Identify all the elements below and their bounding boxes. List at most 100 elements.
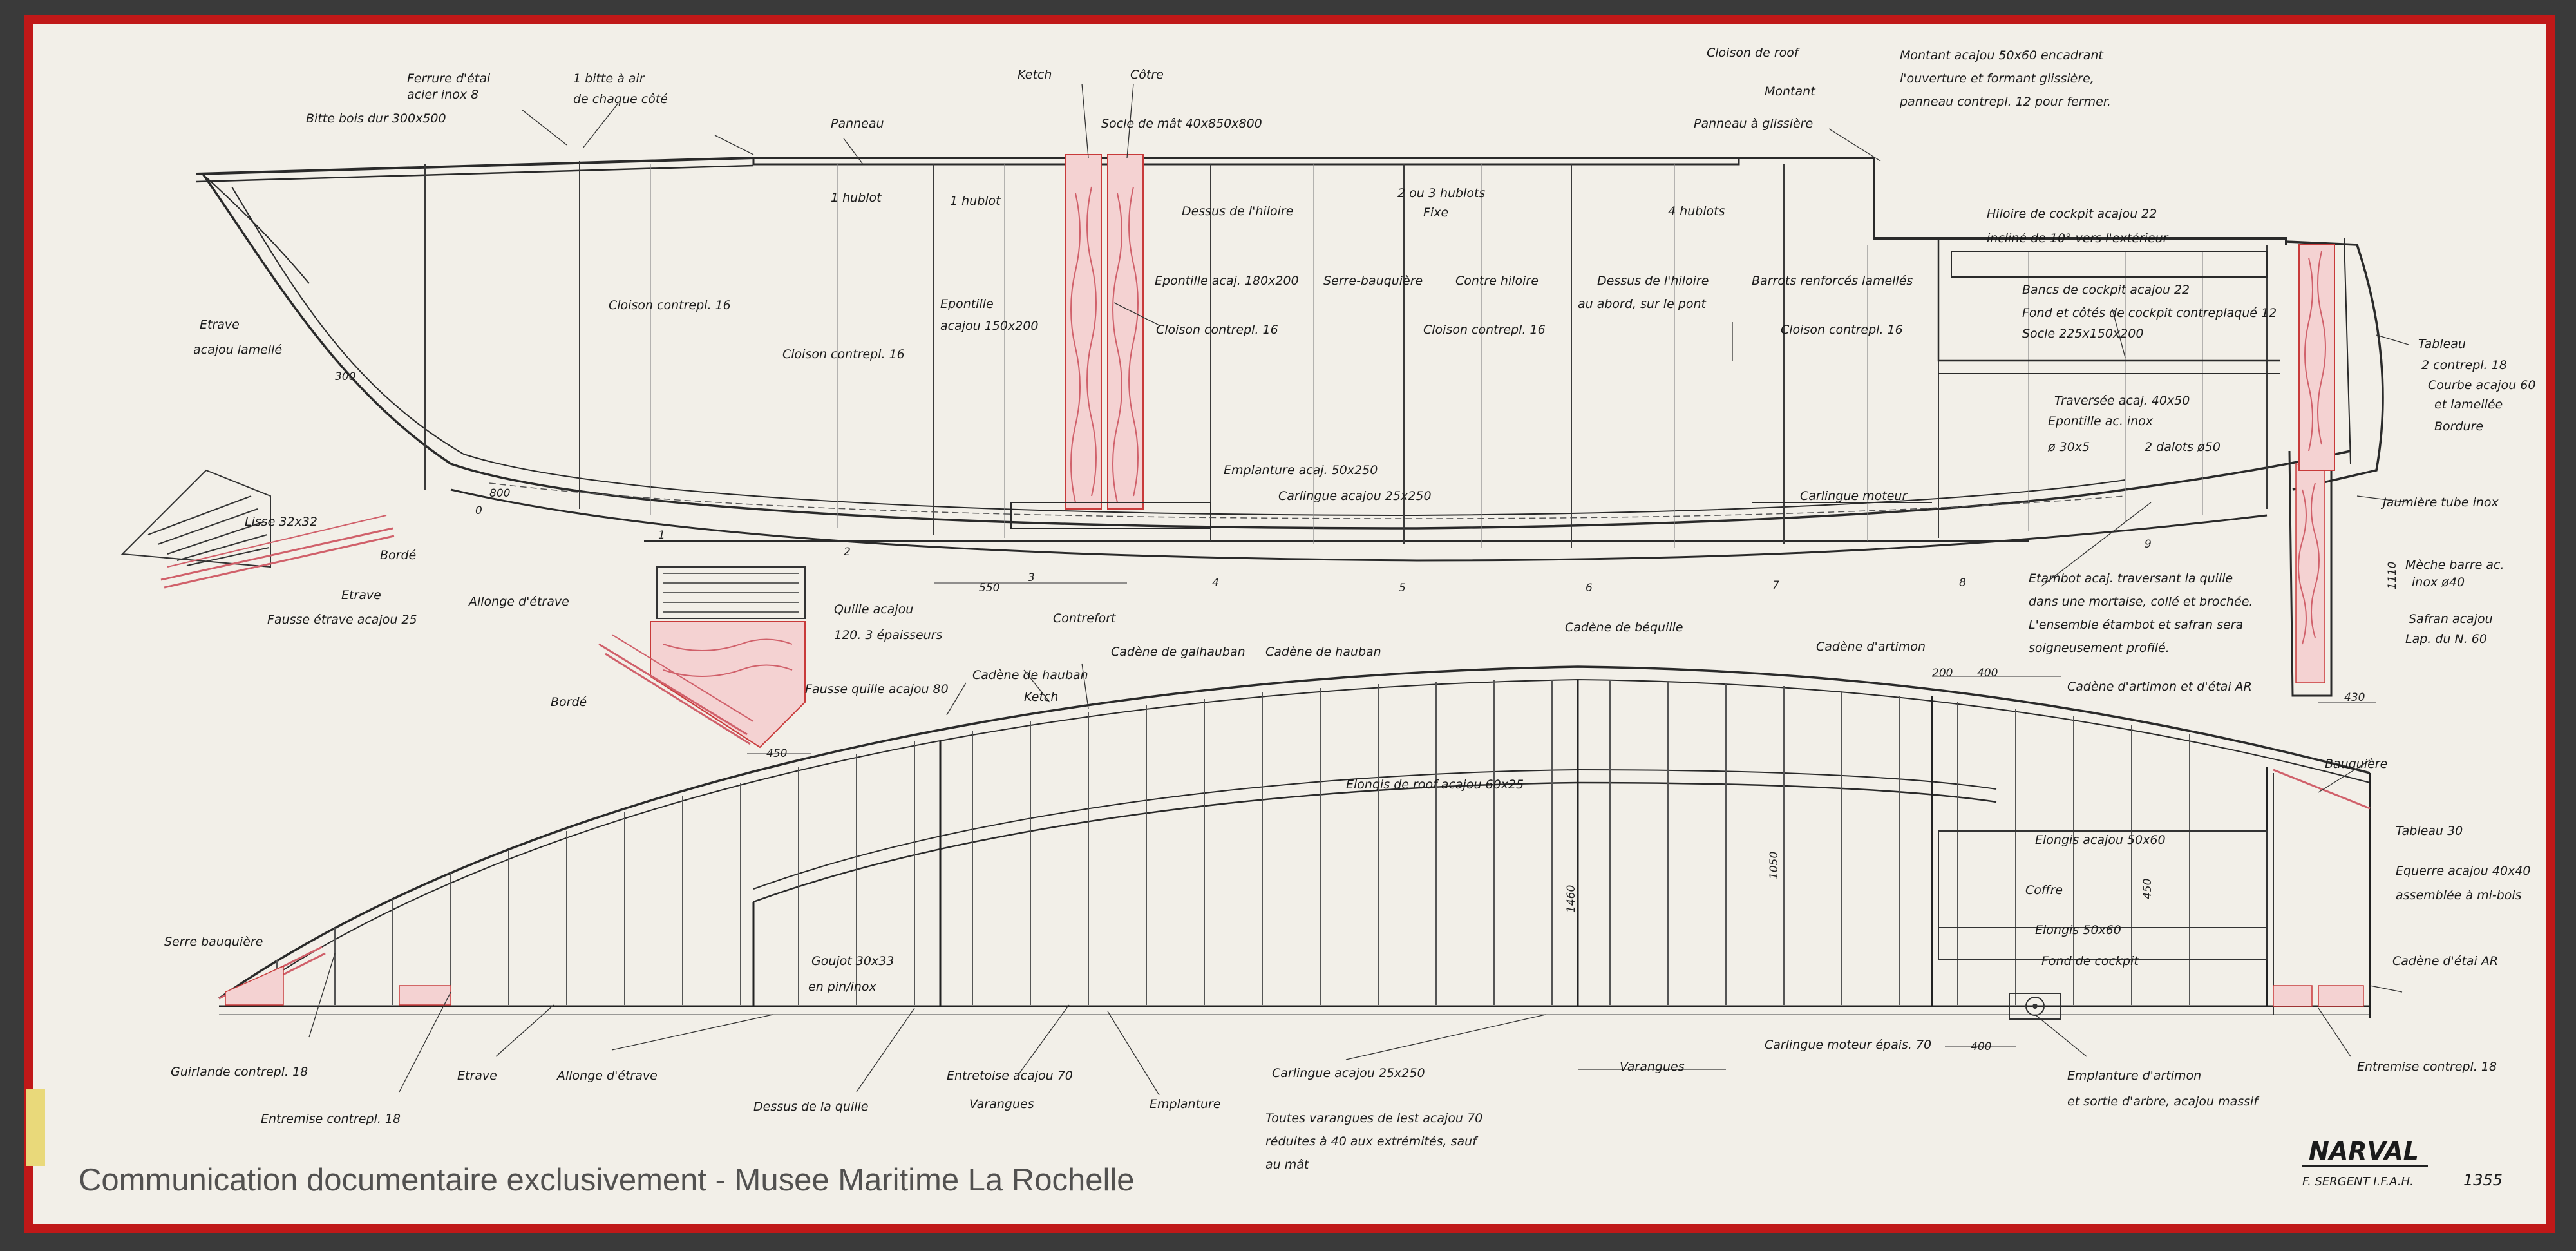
label-elongis: Elongis de roof acajou 60x25 (1346, 778, 1524, 792)
label-cloison-16-d: Cloison contrepl. 16 (1423, 323, 1546, 337)
label-dalots: 2 dalots ø50 (2145, 440, 2221, 454)
label-ferrure-etai: Ferrure d'étai (407, 72, 491, 86)
label-cadene-hauban-k: Cadène de hauban (972, 668, 1088, 682)
label-serre-bauquiere-plan: Serre bauquière (164, 935, 263, 949)
title-block: NARVAL F. SERGENT I.F.A.H. 1355 (2302, 1137, 2503, 1189)
label-contrefort: Contrefort (1053, 611, 1117, 626)
label-cadene-hauban-k-2: Ketch (1024, 690, 1058, 704)
label-meche-2: inox ø40 (2412, 575, 2465, 589)
label-cadene-etai: Cadène d'étai AR (2392, 954, 2498, 968)
label-quille: Quille acajou (834, 602, 913, 616)
station-0: 0 (475, 504, 482, 517)
label-etambot-2: dans une mortaise, collé et brochée. (2029, 595, 2253, 609)
label-hiloire-cockpit-2: incliné de 10° vers l'extérieur (1987, 231, 2169, 245)
label-varangues-2: Varangues (1620, 1060, 1685, 1074)
label-dessus-hiloire: Dessus de l'hiloire (1182, 204, 1293, 218)
label-varangues: Varangues (969, 1097, 1034, 1111)
label-elongis-3: Elongis 50x60 (2035, 923, 2121, 937)
title-narval: NARVAL (2309, 1137, 2419, 1165)
label-courbe-2: et lamellée (2434, 397, 2503, 412)
station-3: 3 (1028, 571, 1035, 584)
label-dessus-hiloire-2: Dessus de l'hiloire (1597, 274, 1709, 288)
leader-lines (308, 83, 2409, 1096)
plan-view (218, 582, 2376, 1047)
label-equerre: Equerre acajou 40x40 (2396, 864, 2530, 878)
label-entremise-2: Entremise contrepl. 18 (2357, 1060, 2497, 1074)
label-elongis-2: Elongis acajou 50x60 (2035, 833, 2166, 847)
label-coffre: Coffre (2025, 883, 2063, 897)
label-cadene-galhauban: Cadène de galhauban (1111, 645, 1245, 659)
label-dessus-hiloire-3: au abord, sur le pont (1578, 297, 1707, 311)
designer: F. SERGENT I.F.A.H. (2302, 1175, 2414, 1189)
label-emplanture-artimon: Emplanture d'artimon (2067, 1069, 2201, 1083)
dim-450b: 450 (2141, 879, 2154, 899)
label-tableau: Tableau (2418, 337, 2466, 351)
profile-view (120, 154, 2384, 749)
label-guirlande: Guirlande contrepl. 18 (171, 1065, 308, 1079)
dim-400: 400 (1977, 667, 1998, 680)
label-cadene-bequille: Cadène de béquille (1565, 620, 1683, 635)
label-cloison-16-b: Cloison contrepl. 16 (782, 347, 905, 361)
label-cadene-hauban: Cadène de hauban (1265, 645, 1381, 659)
label-epontille-a: Epontille (940, 297, 994, 311)
dim-450: 450 (766, 747, 787, 760)
station-1: 1 (658, 529, 665, 542)
label-bauquiere: Bauquière (2325, 757, 2387, 771)
label-entretoise: Entretoise acajou 70 (947, 1069, 1073, 1083)
station-4: 4 (1212, 577, 1219, 589)
label-allonge-etrave-plan: Allonge d'étrave (556, 1069, 658, 1083)
label-dessus-quille: Dessus de la quille (753, 1100, 868, 1114)
label-cloison-16-c: Cloison contrepl. 16 (1156, 323, 1278, 337)
label-cotre: Côtre (1130, 68, 1164, 82)
label-panneau: Panneau (831, 117, 884, 131)
profile-labels: Ferrure d'étai acier inox 8 1 bitte à ai… (193, 46, 2535, 709)
label-socle: Socle 225x150x200 (2022, 327, 2143, 341)
label-emplanture-artimon-2: et sortie d'arbre, acajou massif (2067, 1094, 2260, 1109)
dim-1050: 1050 (1768, 852, 1781, 879)
label-bitte: 1 bitte à air (573, 72, 645, 86)
dim-800: 800 (489, 487, 510, 500)
label-ferrure-etai-2: acier inox 8 (407, 88, 478, 102)
label-carlingue-plan: Carlingue acajou 25x250 (1272, 1066, 1425, 1080)
label-montant-acajou: Montant acajou 50x60 encadrant (1900, 48, 2104, 62)
label-etrave: Etrave (200, 318, 240, 332)
label-serre-bauquiere: Serre-bauquière (1323, 274, 1423, 288)
label-socle-mat: Socle de mât 40x850x800 (1101, 117, 1262, 131)
label-carlingue: Carlingue acajou 25x250 (1278, 489, 1432, 503)
label-bitte-bois: Bitte bois dur 300x500 (306, 111, 446, 126)
dim-200: 200 (1932, 667, 1953, 680)
dimension-figures: 550 450 400 200 400 430 1110 800 300 146… (335, 370, 2399, 1053)
label-bitte-2: de chaque côté (573, 92, 668, 106)
label-traversee: Traversée acaj. 40x50 (2054, 394, 2190, 408)
label-etrave-plan: Etrave (457, 1069, 497, 1083)
label-borde: Bordé (380, 548, 416, 562)
label-fond-cockpit: Fond et côtés de cockpit contreplaqué 12 (2022, 306, 2277, 320)
label-meche: Mèche barre ac. (2405, 558, 2504, 572)
dim-1460: 1460 (1565, 885, 1578, 913)
label-safran: Safran acajou (2409, 612, 2493, 626)
label-etambot-4: soigneusement profilé. (2029, 641, 2170, 655)
dim-400b: 400 (1971, 1040, 1991, 1053)
label-bancs: Bancs de cockpit acajou 22 (2022, 283, 2190, 297)
label-ketch: Ketch (1018, 68, 1052, 82)
label-epontille-inox: Epontille ac. inox (2048, 414, 2154, 428)
label-safran-2: Lap. du N. 60 (2405, 632, 2487, 646)
label-hublots-4: 4 hublots (1668, 204, 1725, 218)
label-tableau-2: 2 contrepl. 18 (2421, 358, 2507, 372)
label-hublots-fixe: Fixe (1423, 205, 1448, 220)
plan-labels: Serre bauquière Guirlande contrepl. 18 E… (164, 757, 2530, 1172)
label-emplanture: Emplanture acaj. 50x250 (1224, 463, 1378, 477)
label-hublot-1: 1 hublot (831, 191, 882, 205)
tape-tab (26, 1089, 45, 1166)
label-fond-cockpit-plan: Fond de cockpit (2041, 954, 2139, 968)
label-etrave-2b: Etrave (341, 588, 381, 602)
label-epontille-inox-2: ø 30x5 (2047, 440, 2090, 454)
watermark-text: Communication documentaire exclusivement… (79, 1163, 1135, 1198)
label-barrots: Barrots renforcés lamellés (1752, 274, 1913, 288)
label-carlingue-moteur: Carlingue moteur (1800, 489, 1908, 503)
label-epontille-b: Epontille acaj. 180x200 (1155, 274, 1299, 288)
label-equerre-2: assemblée à mi-bois (2396, 888, 2522, 902)
station-numbers: 0 1 2 3 4 5 6 7 8 9 (475, 504, 2152, 595)
dim-550: 550 (979, 582, 999, 595)
